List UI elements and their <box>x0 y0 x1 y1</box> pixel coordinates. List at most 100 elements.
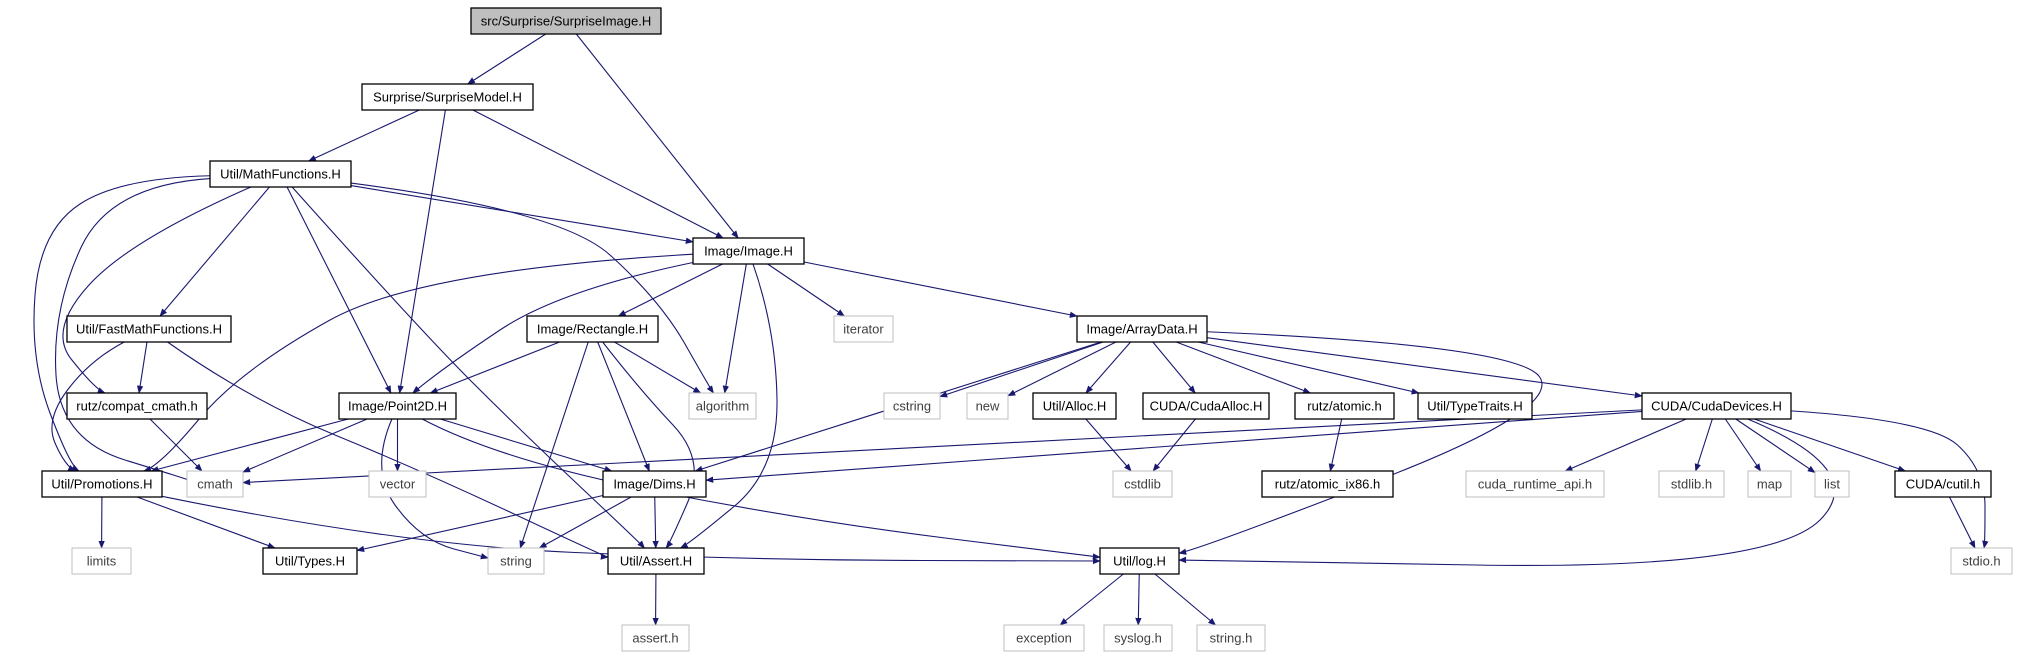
edge-log-to-exception <box>1059 573 1124 626</box>
node-label: Surprise/SurpriseModel.H <box>373 90 522 105</box>
node-cudaalloc[interactable]: CUDA/CudaAlloc.H <box>1142 392 1270 420</box>
edge-image-to-assert <box>679 263 778 549</box>
node-label: cmath <box>197 477 232 492</box>
node-label: Util/Alloc.H <box>1043 399 1107 414</box>
node-label: map <box>1757 477 1782 492</box>
node-stdio: stdio.h <box>1950 547 2013 575</box>
node-label: stdlib.h <box>1671 477 1712 492</box>
node-list: list <box>1814 470 1850 498</box>
node-compatcmath[interactable]: rutz/compat_cmath.h <box>66 392 208 420</box>
edge-arraydata-to-atomic <box>1175 341 1312 394</box>
node-rectangle[interactable]: Image/Rectangle.H <box>526 315 659 343</box>
node-cmath: cmath <box>186 470 244 498</box>
edge-mathfunctions-to-image <box>350 185 694 244</box>
node-arraydata[interactable]: Image/ArrayData.H <box>1076 315 1208 343</box>
node-label: Image/ArrayData.H <box>1086 322 1197 337</box>
node-atomic[interactable]: rutz/atomic.h <box>1294 392 1395 420</box>
edge-image-to-promotions <box>143 253 694 472</box>
node-fastmath[interactable]: Util/FastMathFunctions.H <box>66 315 232 343</box>
node-label: Image/Point2D.H <box>348 399 447 414</box>
node-label: iterator <box>843 322 884 337</box>
node-dims[interactable]: Image/Dims.H <box>602 470 707 498</box>
node-assert[interactable]: Util/Assert.H <box>607 547 705 575</box>
node-log[interactable]: Util/log.H <box>1099 547 1180 575</box>
node-box <box>621 624 690 652</box>
node-label: cuda_runtime_api.h <box>1478 477 1592 492</box>
node-promotions[interactable]: Util/Promotions.H <box>41 470 163 498</box>
node-label: rutz/atomic_ix86.h <box>1275 477 1381 492</box>
edge-arraydata-to-typetraits <box>1198 341 1420 395</box>
node-label: Image/Rectangle.H <box>537 322 648 337</box>
node-box <box>1950 547 2013 575</box>
node-iterator: iterator <box>833 315 894 343</box>
node-box <box>602 470 707 498</box>
node-box <box>262 547 358 575</box>
node-label: list <box>1824 477 1840 492</box>
node-box <box>487 547 545 575</box>
node-label: Util/TypeTraits.H <box>1427 399 1523 414</box>
node-label: Util/Types.H <box>275 554 345 569</box>
edge-cudadevices-to-list <box>1735 418 1816 473</box>
edge-surprisemodel-to-image <box>472 109 724 239</box>
edge-surpriseimage-to-surprisemodel <box>467 33 547 85</box>
node-new: new <box>966 392 1009 420</box>
node-box <box>1894 470 1992 498</box>
edge-dims-to-string <box>538 496 632 549</box>
node-box <box>966 392 1009 420</box>
node-types[interactable]: Util/Types.H <box>262 547 358 575</box>
node-label: rutz/compat_cmath.h <box>76 399 197 414</box>
node-label: syslog.h <box>1114 631 1162 646</box>
node-label: Util/log.H <box>1113 554 1166 569</box>
node-label: string.h <box>1210 631 1253 646</box>
edge-arraydata-to-cudaalloc <box>1152 341 1196 394</box>
node-box <box>1641 392 1792 420</box>
node-label: CUDA/cutil.h <box>1906 477 1980 492</box>
node-box <box>692 237 805 265</box>
node-atomicix86[interactable]: rutz/atomic_ix86.h <box>1261 470 1394 498</box>
edge-cudadevices-to-stdio <box>1790 410 1989 549</box>
edge-image-to-point2d <box>412 261 694 394</box>
edge-point2d-to-cmath <box>242 418 368 473</box>
node-image[interactable]: Image/Image.H <box>692 237 805 265</box>
edge-rectangle-to-dims <box>597 341 650 472</box>
node-box <box>1658 470 1725 498</box>
node-alloc[interactable]: Util/Alloc.H <box>1032 392 1117 420</box>
node-box <box>1196 624 1266 652</box>
node-box <box>1032 392 1117 420</box>
node-mathfunctions[interactable]: Util/MathFunctions.H <box>209 160 352 188</box>
node-box <box>526 315 659 343</box>
node-box <box>1142 392 1270 420</box>
edge-fastmath-to-promotions <box>51 341 125 472</box>
edge-rectangle-to-assert <box>602 341 695 549</box>
edge-mathfunctions-to-point2d <box>286 186 392 394</box>
node-cutil[interactable]: CUDA/cutil.h <box>1894 470 1992 498</box>
edge-surpriseimage-to-image <box>575 33 739 239</box>
node-label: CUDA/CudaAlloc.H <box>1150 399 1263 414</box>
edge-mathfunctions-to-promotions <box>33 175 211 472</box>
edge-surprisemodel-to-mathfunctions <box>307 109 420 162</box>
node-typetraits[interactable]: Util/TypeTraits.H <box>1417 392 1533 420</box>
node-stdlib: stdlib.h <box>1658 470 1725 498</box>
node-vector: vector <box>368 470 427 498</box>
node-cudadevices[interactable]: CUDA/CudaDevices.H <box>1641 392 1792 420</box>
node-label: src/Surprise/SurpriseImage.H <box>481 14 652 29</box>
edge-rectangle-to-point2d <box>429 341 560 394</box>
edge-image-to-iterator <box>767 263 845 317</box>
node-surpriseimage[interactable]: src/Surprise/SurpriseImage.H <box>470 7 662 35</box>
node-label: CUDA/CudaDevices.H <box>1651 399 1782 414</box>
node-cstdlib: cstdlib <box>1112 470 1173 498</box>
edge-cudadevices-to-map <box>1724 418 1762 472</box>
edge-promotions-to-types <box>136 496 276 549</box>
node-box <box>1417 392 1533 420</box>
node-algorithm: algorithm <box>688 392 757 420</box>
node-syslog: syslog.h <box>1103 624 1173 652</box>
edge-surprisemodel-to-point2d <box>397 109 446 394</box>
node-label: limits <box>87 554 117 569</box>
node-label: assert.h <box>632 631 678 646</box>
edge-dims-to-types <box>356 494 604 553</box>
node-label: Util/Promotions.H <box>51 477 152 492</box>
edge-mathfunctions-to-algorithm <box>350 182 714 394</box>
node-surprisemodel[interactable]: Surprise/SurpriseModel.H <box>361 83 534 111</box>
node-point2d[interactable]: Image/Point2D.H <box>338 392 457 420</box>
